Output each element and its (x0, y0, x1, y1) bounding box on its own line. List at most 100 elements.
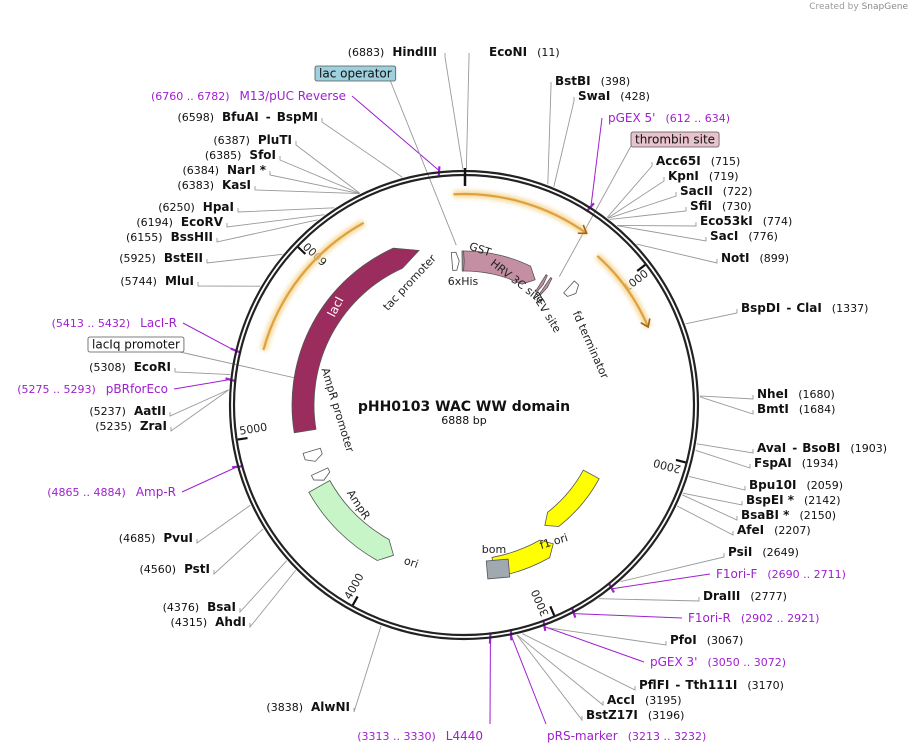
primer-pgex5[interactable]: pGEX 5'(612 .. 634) (608, 111, 730, 125)
boxed-label-thrombin-site[interactable]: thrombin site (630, 131, 720, 148)
site-swai[interactable]: SwaI(428) (578, 89, 650, 103)
feature-tac-promoter[interactable] (450, 251, 460, 271)
feature-label-ampr-promoter: AmpR promoter (318, 366, 356, 454)
site-coord: (2777) (750, 590, 787, 603)
site-line-bfuai (321, 118, 403, 178)
site-name: AfeI (737, 523, 764, 537)
primer-pbrforeco[interactable]: pBRforEco(5275 .. 5293) (17, 382, 168, 396)
site-bstz17i[interactable]: BstZ17I(3196) (586, 708, 684, 722)
site-aatii[interactable]: AatII(5237) (89, 404, 166, 418)
site-nari[interactable]: NarI *(6384) (182, 163, 266, 177)
site-ahdi[interactable]: AhdI(4315) (171, 615, 246, 629)
site-saci[interactable]: SacI(776) (710, 229, 778, 243)
site-ecorv[interactable]: EcoRV(6194) (136, 215, 223, 229)
primer-prs-marker[interactable]: pRS-marker(3213 .. 3232) (547, 729, 706, 743)
label-box (87, 336, 185, 353)
site-name: BssHII (171, 230, 213, 244)
feature-ampr[interactable] (308, 479, 395, 561)
site-coord: (2207) (774, 524, 811, 537)
feature-tev[interactable] (538, 277, 553, 296)
site-bsshii[interactable]: BssHII(6155) (126, 230, 213, 244)
site-ecori[interactable]: EcoRI(5308) (89, 360, 171, 374)
site-nhei[interactable]: NheI(1680) (757, 387, 835, 401)
primer-l4440[interactable]: L4440(3313 .. 3330) (357, 729, 483, 743)
feature-gst[interactable] (462, 250, 536, 285)
site-acci[interactable]: AccI(3195) (607, 693, 682, 707)
site-line-pfoi (543, 626, 667, 646)
site-sfii[interactable]: SfiI(730) (690, 199, 752, 213)
site-bstbi[interactable]: BstBI(398) (555, 74, 630, 88)
feature-label-f1ori: f1 ori (538, 531, 569, 552)
feature-ampr-promoter[interactable] (310, 467, 331, 481)
primer-name: F1ori-F (716, 567, 757, 581)
feature-fd-terminator[interactable] (563, 280, 580, 297)
site-name: PluTI (258, 133, 292, 147)
site-line-bmti (699, 396, 754, 415)
feature-hrv3c[interactable] (534, 274, 548, 293)
boxed-label-lac-operator[interactable]: lac operator (314, 65, 397, 82)
site-mlui[interactable]: MluI(5744) (120, 274, 194, 288)
site-eco53ki[interactable]: Eco53kI(774) (700, 214, 792, 228)
feature-ampr-promoter[interactable] (302, 447, 323, 462)
site-psii[interactable]: PsiI(2649) (728, 545, 799, 559)
primer-f1ori-f[interactable]: F1ori-F(2690 .. 2711) (716, 567, 846, 581)
primer-pgex3[interactable]: pGEX 3'(3050 .. 3072) (650, 655, 786, 669)
site-zrai[interactable]: ZraI(5235) (95, 419, 167, 433)
site-kasi[interactable]: KasI(6383) (177, 178, 251, 192)
site-psti[interactable]: PstI(4560) (139, 562, 210, 576)
site-econi[interactable]: EcoNI(11) (489, 45, 560, 59)
site-fspai[interactable]: FspAI(1934) (754, 456, 838, 470)
site-acc65i[interactable]: Acc65I(715) (656, 154, 740, 168)
primer-coord: (3213 .. 3232) (628, 730, 707, 743)
site-name: MluI (165, 274, 194, 288)
site-alwni[interactable]: AlwNI(3838) (266, 700, 350, 714)
site-afei[interactable]: AfeI (2207) (737, 523, 811, 537)
primer-m13-puc-reverse[interactable]: M13/pUC Reverse(6760 .. 6782) (151, 89, 346, 103)
feature-f1ori[interactable] (544, 469, 600, 527)
boxed-label-laciq-promoter[interactable]: lacIq promoter (87, 336, 185, 353)
site-pfoi[interactable]: PfoI(3067) (670, 633, 743, 647)
site-hpai[interactable]: HpaI(6250) (158, 200, 234, 214)
primer-f1ori-r[interactable]: F1ori-R(2902 .. 2921) (688, 611, 819, 625)
feature-label-sixhis: 6xHis (448, 275, 479, 288)
site-pvui[interactable]: PvuI(4685) (119, 531, 193, 545)
site-line-bspdi (685, 309, 738, 325)
site-bspei[interactable]: BspEI *(2142) (746, 493, 841, 507)
site-pluti[interactable]: PluTI(6387) (213, 133, 292, 147)
site-bsai[interactable]: BsaI(4376) (163, 600, 236, 614)
site-noti[interactable]: NotI(899) (721, 251, 789, 265)
site-name: PflFI (639, 678, 669, 692)
feature-laci[interactable] (291, 247, 420, 434)
tick-mark-1000 (636, 263, 646, 272)
orf-arcs (260, 190, 652, 351)
site-name-2: BspMI (277, 110, 318, 124)
site-bpu10i[interactable]: Bpu10I(2059) (749, 478, 843, 492)
site-avai[interactable]: AvaI-BsoBI(1903) (757, 441, 887, 455)
site-name: BspDI (741, 301, 780, 315)
site-line-sacii (608, 192, 677, 219)
feature-sixhis[interactable] (461, 250, 465, 272)
site-kpni[interactable]: KpnI(719) (668, 169, 739, 183)
primer-laci-r[interactable]: LacI-R(5413 .. 5432) (52, 316, 177, 330)
site-sfoi[interactable]: SfoI(6385) (205, 148, 276, 162)
site-coord: (4315) (171, 616, 208, 629)
site-coord: (4685) (119, 532, 156, 545)
site-pflfi[interactable]: PflFI-Tth111I(3170) (639, 678, 784, 692)
primer-amp-r[interactable]: Amp-R(4865 .. 4884) (47, 485, 176, 499)
site-draiii[interactable]: DraIII(2777) (703, 589, 787, 603)
primer-name: pGEX 3' (650, 655, 697, 669)
feature-label-fd-terminator: fd terminator (570, 309, 612, 381)
site-coord: (4376) (163, 601, 200, 614)
feature-bom[interactable] (485, 558, 511, 580)
site-bsteii[interactable]: BstEII(5925) (119, 251, 203, 265)
tick-label-2000: 2000 (652, 456, 682, 476)
site-sacii[interactable]: SacII(722) (680, 184, 752, 198)
site-hindiii[interactable]: HindIII(6883) (348, 45, 437, 59)
site-bspdi[interactable]: BspDI-ClaI(1337) (741, 301, 868, 315)
site-bmti[interactable]: BmtI(1684) (757, 402, 835, 416)
site-line-alwni (353, 625, 382, 713)
site-bsabi[interactable]: BsaBI *(2150) (741, 508, 836, 522)
primer-name: LacI-R (140, 316, 177, 330)
site-line-bsteii (206, 253, 283, 264)
